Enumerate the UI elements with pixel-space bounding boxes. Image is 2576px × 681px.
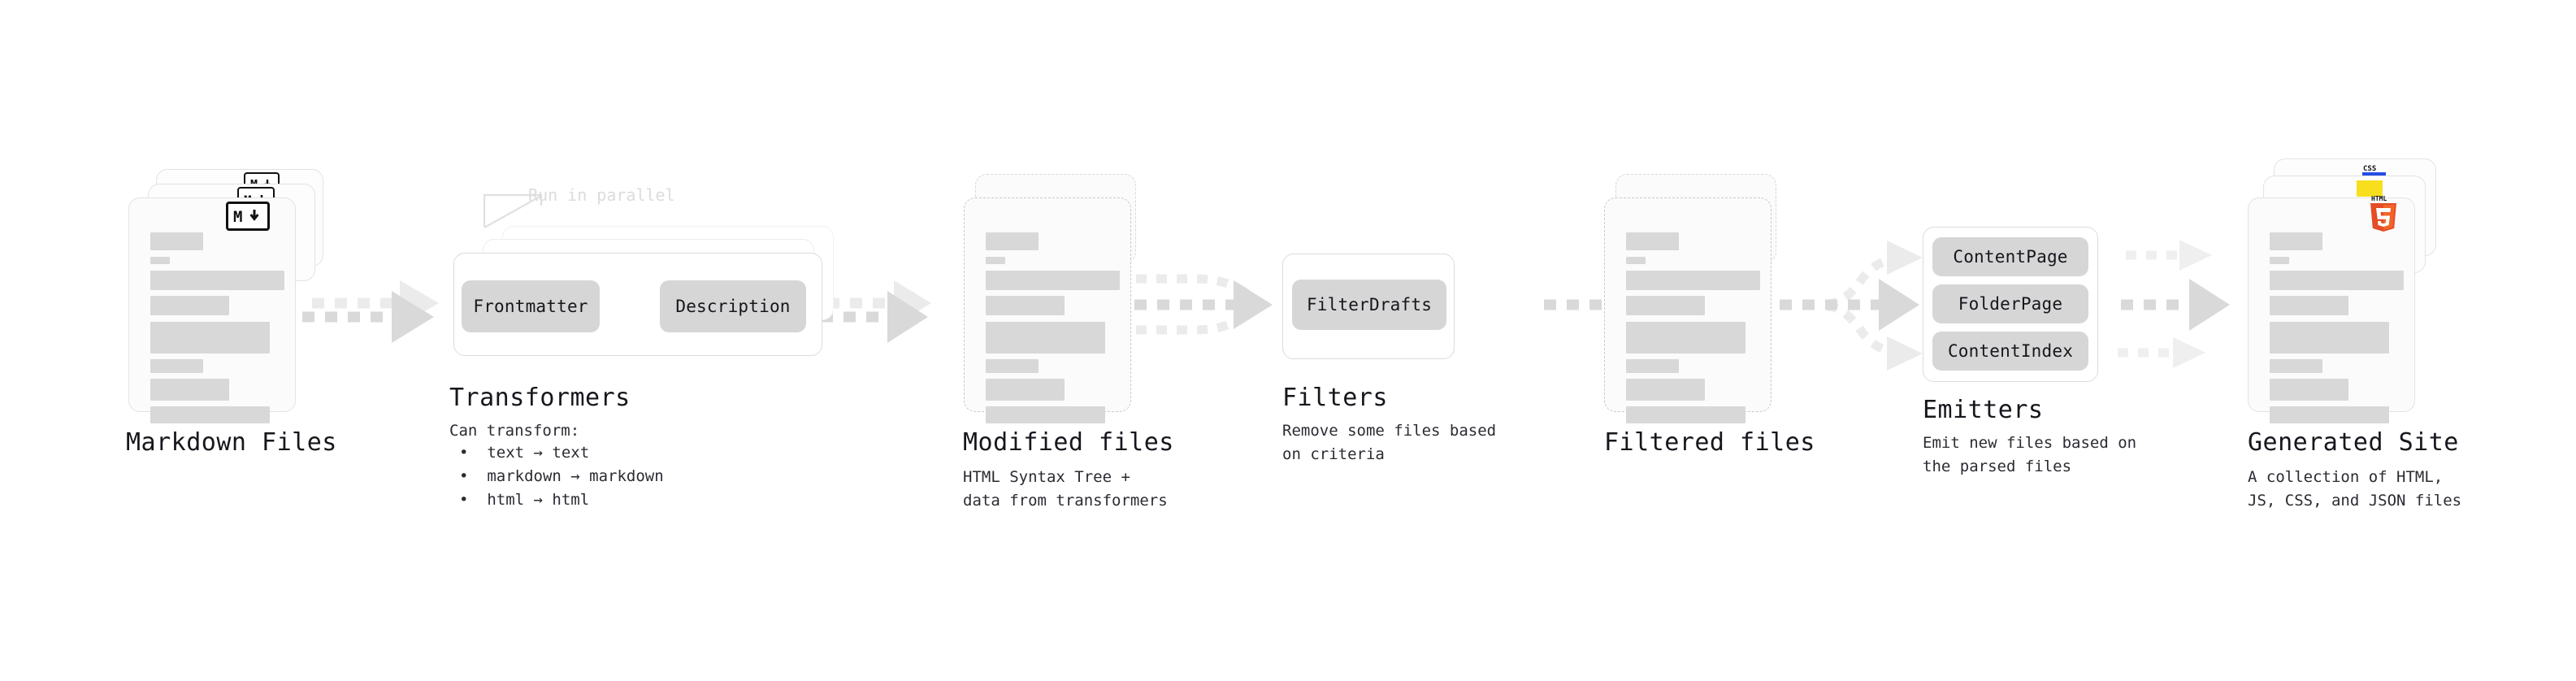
content-bar	[150, 406, 270, 423]
filtered-card-front	[1604, 197, 1772, 423]
svg-text:HTML: HTML	[2371, 195, 2387, 202]
chip-contentpage[interactable]: ContentPage	[1932, 237, 2088, 276]
content-bar	[986, 296, 1065, 315]
transformer-bullet: • html → html	[459, 490, 590, 509]
filters-title: Filters	[1282, 384, 1388, 412]
content-bar	[150, 296, 229, 315]
css-icon: CSS	[2361, 162, 2388, 180]
content-bar	[986, 232, 1039, 250]
content-bar	[2270, 232, 2322, 250]
content-bar	[986, 322, 1105, 354]
html5-icon: HTML	[2366, 193, 2400, 232]
transformer-bullet: • text → text	[459, 444, 590, 462]
content-bar	[2270, 406, 2389, 423]
content-bar	[986, 359, 1039, 373]
arrow-markdown-to-transformers	[302, 280, 439, 343]
svg-text:CSS: CSS	[2363, 165, 2376, 173]
arrow-filtered-to-emitters	[1780, 241, 1923, 371]
content-bar	[1626, 322, 1746, 354]
site-card-html	[2248, 197, 2415, 423]
chip-filterdrafts[interactable]: FilterDrafts	[1292, 280, 1446, 330]
content-bar	[1626, 359, 1679, 373]
content-bar	[1626, 379, 1705, 401]
content-bar	[986, 406, 1105, 423]
generated-site-title: Generated Site	[2248, 428, 2459, 457]
content-bar	[1626, 271, 1760, 290]
content-bar	[2270, 322, 2389, 354]
run-in-parallel-label: Run in parallel	[528, 185, 675, 205]
arrow-modified-to-filters	[1134, 274, 1273, 335]
content-bar	[1626, 406, 1746, 423]
transformers-title: Transformers	[449, 384, 631, 412]
chip-contentindex[interactable]: ContentIndex	[1932, 332, 2088, 371]
content-bar	[150, 379, 229, 401]
content-bar	[150, 359, 203, 373]
emitters-desc: Emit new files based on the parsed files	[1923, 434, 2137, 475]
transformers-bullets: • text → text • markdown → markdown • ht…	[459, 441, 664, 512]
filtered-files-title: Filtered files	[1604, 428, 1815, 457]
content-bar	[2270, 271, 2404, 290]
content-bar	[2270, 296, 2348, 315]
modified-files-desc: HTML Syntax Tree + data from transformer…	[963, 468, 1168, 510]
modified-card-front	[964, 197, 1131, 423]
generated-site-desc: A collection of HTML, JS, CSS, and JSON …	[2248, 468, 2462, 510]
content-bar	[1626, 257, 1646, 264]
content-bar	[2270, 359, 2322, 373]
filters-desc: Remove some files based on criteria	[1282, 422, 1497, 463]
chip-frontmatter[interactable]: Frontmatter	[462, 280, 600, 332]
markdown-icon: M	[226, 202, 270, 231]
js-icon	[2356, 179, 2383, 198]
content-bar	[150, 322, 270, 354]
transformer-bullet: • markdown → markdown	[459, 466, 664, 485]
content-bar	[2270, 379, 2348, 401]
content-bar	[1626, 296, 1705, 315]
content-bar	[986, 257, 1005, 264]
modified-files-title: Modified files	[963, 428, 1174, 457]
content-bar	[2270, 257, 2289, 264]
markdown-card-front	[128, 197, 296, 423]
transformers-desc: Can transform:	[449, 422, 580, 440]
content-bar	[150, 257, 170, 264]
arrow-transformers-to-modified	[821, 280, 931, 343]
markdown-files-title: Markdown Files	[126, 428, 337, 457]
content-bar	[986, 379, 1065, 401]
content-bar	[986, 271, 1120, 290]
svg-text:M: M	[233, 208, 242, 225]
arrow-emitters-to-site	[2118, 240, 2230, 368]
chip-folderpage[interactable]: FolderPage	[1932, 284, 2088, 323]
content-bar	[1626, 232, 1679, 250]
chip-description[interactable]: Description	[660, 280, 806, 332]
content-bar	[150, 232, 203, 250]
emitters-title: Emitters	[1923, 396, 2044, 424]
content-bar	[150, 271, 284, 290]
